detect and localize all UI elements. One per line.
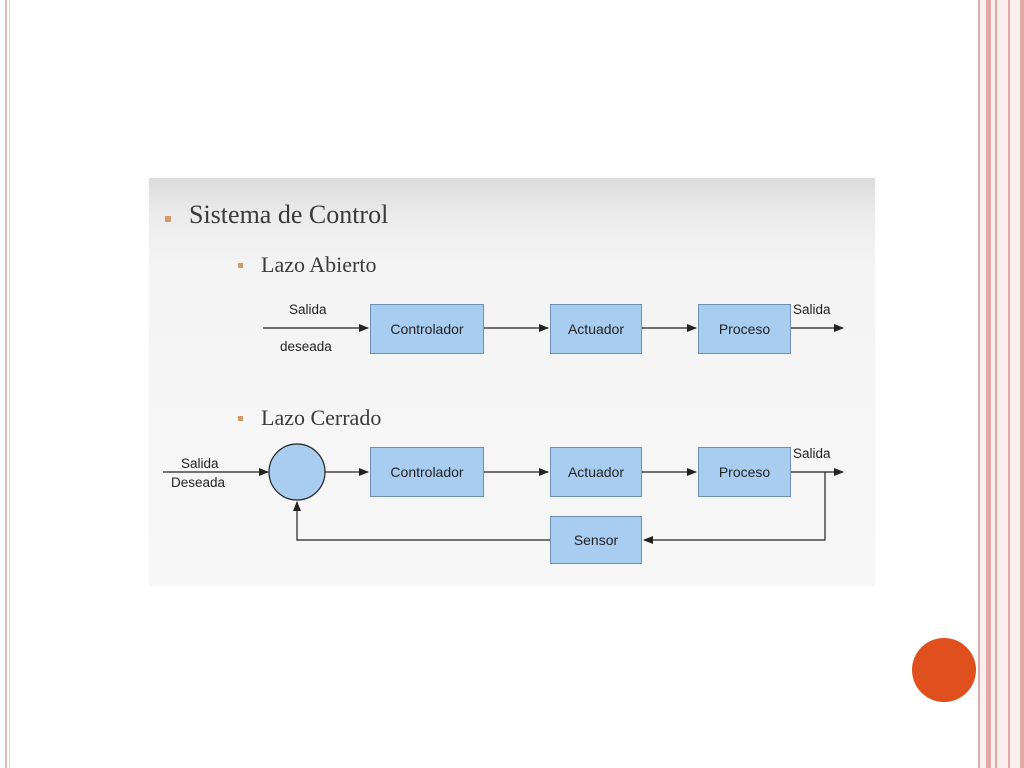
closed-loop-heading: Lazo Cerrado: [261, 405, 382, 430]
sensor-block: Sensor: [550, 516, 642, 564]
open-loop-heading: Lazo Abierto: [261, 252, 377, 277]
closed-controller-block: Controlador: [370, 447, 484, 497]
summing-junction: [268, 443, 326, 501]
open-process-block: Proceso: [698, 304, 791, 354]
bullet-icon: [238, 263, 243, 268]
bullet-icon: [238, 416, 243, 421]
right-band-line: [995, 0, 997, 768]
slide-frame-left-line-inner: [9, 0, 10, 768]
slide-frame-right-band: [978, 0, 1024, 768]
open-actuator-block: Actuador: [550, 304, 642, 354]
right-band-line: [978, 0, 980, 768]
bullet-icon: [165, 216, 171, 222]
sensor-to-sum-line: [293, 501, 550, 541]
right-band-line: [1020, 0, 1024, 768]
control-system-diagram: Sistema de Control Lazo Abierto Salida d…: [149, 178, 875, 586]
diagram-connectors: [163, 324, 844, 544]
right-band-line: [986, 0, 991, 768]
closed-process-block: Proceso: [698, 447, 791, 497]
closed-output-label: Salida: [793, 446, 831, 461]
right-band-line: [1008, 0, 1010, 768]
closed-input-label-line1: Salida: [181, 456, 219, 471]
open-input-label-line1: Salida: [289, 302, 327, 317]
slide-heading: Sistema de Control: [189, 200, 389, 229]
open-input-label-line2: deseada: [280, 339, 332, 354]
accent-dot: [912, 638, 976, 702]
feedback-to-sensor-line: [643, 472, 826, 544]
closed-actuator-block: Actuador: [550, 447, 642, 497]
slide-frame-left-line: [5, 0, 7, 768]
open-controller-block: Controlador: [370, 304, 484, 354]
closed-input-label-line2: Deseada: [171, 475, 226, 490]
open-output-label: Salida: [793, 302, 831, 317]
